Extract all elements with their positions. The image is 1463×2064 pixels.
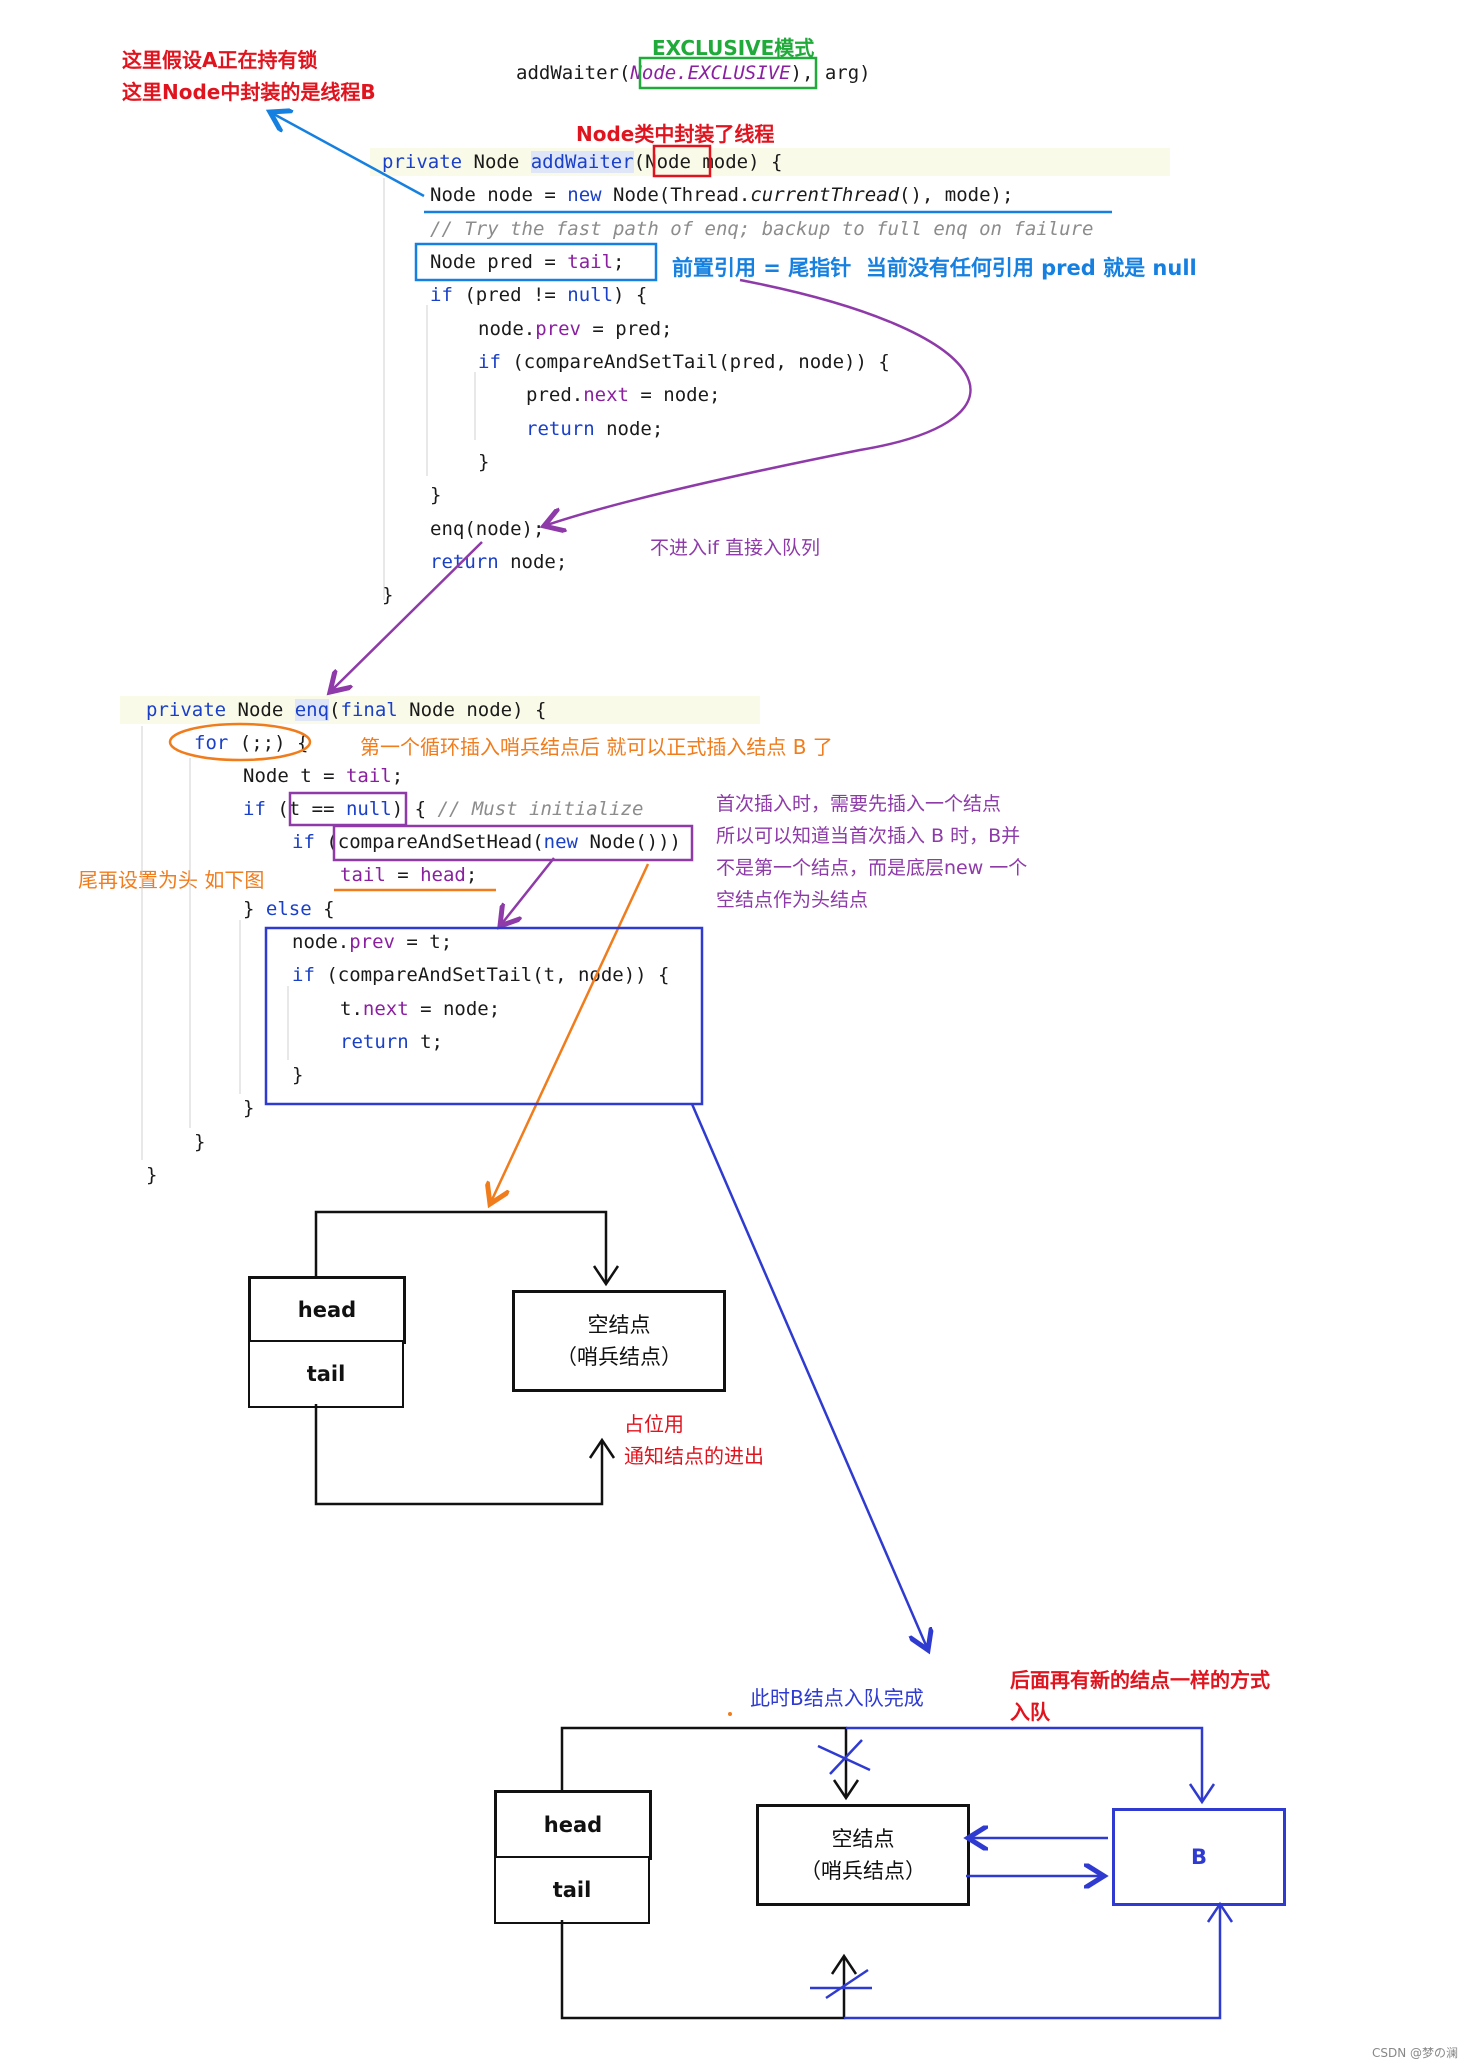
pred-to-enq-curve (544, 278, 972, 526)
addwaiter-close-if: } (430, 484, 442, 506)
annotation-node-b: 这里Node中封装的是线程B (122, 80, 376, 104)
diagram1-tail-arrowhead (588, 1437, 616, 1459)
diagram1-tail-box: tail (248, 1340, 404, 1408)
cas-head-to-else-arrow (500, 857, 555, 926)
head-cross-out (829, 1739, 863, 1775)
annotation-tail-head: 尾再设置为头 如下图 (78, 868, 265, 892)
enq-close-for: } (194, 1131, 206, 1153)
addwaiter-pred-line: Node pred = tail; (430, 251, 625, 273)
annotation-pred-tail: 前置引用 = 尾指针 当前没有任何引用 pred 就是 null (672, 256, 1197, 280)
code-highlight-enq (120, 696, 760, 724)
enq-tail-head-line: tail = head; (340, 864, 478, 886)
code-highlight-addwaiter (370, 148, 1170, 176)
enq-cas-tail-line: if (compareAndSetTail(t, node)) { (292, 964, 670, 986)
null-check-box (288, 791, 408, 827)
annotation-first-insert: 首次插入时，需要先插入一个结点 所以可以知道当首次插入 B 时，B并 不是第一个… (716, 793, 1028, 911)
annotation-node-thread: Node类中封装了线程 (576, 122, 775, 146)
enq-else-line: } else { (243, 898, 335, 920)
diagram2-tail-pointer (560, 1920, 846, 2020)
addwaiter-return-inner: return node; (526, 418, 664, 440)
exclusive-highlight-box (638, 56, 818, 90)
enq-close-else: } (243, 1097, 255, 1119)
annotation-assume-a: 这里假设A正在持有锁 (122, 48, 318, 72)
else-block-box (264, 926, 704, 1106)
diagram1-head-pointer (314, 1210, 608, 1282)
watermark: CSDN @梦の澜 (1372, 2046, 1459, 2060)
addwaiter-if-line: if (pred != null) { (430, 284, 648, 306)
addwaiter-new-node: Node node = new Node(Thread.currentThrea… (430, 184, 1014, 206)
addwaiter-prev-line: node.prev = pred; (478, 318, 673, 340)
addwaiter-comment: // Try the fast path of enq; backup to f… (430, 218, 1094, 240)
diagram1-sentinel-node: 空结点 （哨兵结点） (512, 1290, 726, 1392)
addwaiter-signature: private Node addWaiter(Node mode) { (382, 151, 783, 173)
diagram1-head-box: head (248, 1276, 406, 1344)
tail-to-b-pointer (844, 1906, 1222, 2020)
enq-next-line: t.next = node; (340, 998, 501, 1020)
annotation-not-enter-if: 不进入if 直接入队列 (650, 537, 821, 559)
for-loop-ellipse (168, 722, 312, 762)
node-param-highlight-box (652, 144, 712, 178)
enq-close-method: } (146, 1164, 158, 1186)
head-to-b-arrowhead (1188, 1783, 1216, 1805)
tail-cross-out (825, 1968, 869, 2000)
enq-return-line: return t; (340, 1031, 443, 1053)
node-arrow (270, 112, 425, 198)
annotation-b-done: 此时B结点入队完成 (750, 1686, 924, 1710)
enq-for-line: for (;;) { (194, 732, 309, 754)
diagram1-tail-pointer (314, 1404, 604, 1506)
stray-dot (728, 1712, 732, 1716)
enq-t-line: Node t = tail; (243, 765, 404, 787)
addwaiter-close-method: } (382, 584, 394, 606)
enq-prev-line: node.prev = t; (292, 931, 453, 953)
addwaiter-call-line: addWaiter(Node.EXCLUSIVE), arg) (516, 62, 871, 84)
else-to-diagram-arrow (690, 1103, 928, 1650)
cas-head-box (332, 824, 694, 862)
annotation-first-loop: 第一个循环插入哨兵结点后 就可以正式插入结点 B 了 (360, 735, 833, 759)
addwaiter-cas-line: if (compareAndSetTail(pred, node)) { (478, 351, 890, 373)
diagram2-tail-arrowhead (830, 1953, 858, 1975)
head-to-b-pointer (846, 1726, 1204, 1800)
enq-cas-head-line: if (compareAndSetHead(new Node())) (292, 831, 681, 853)
enq-if-null-line: if (t == null) { // Must initialize (243, 798, 644, 820)
pred-highlight-box (414, 242, 658, 282)
annotation-placeholder: 占位用 通知结点的进出 (624, 1412, 764, 1468)
diagram2-tail-box: tail (494, 1856, 650, 1924)
tail-to-b-arrowhead (1206, 1901, 1234, 1923)
diagram2-head-pointer (560, 1726, 848, 1798)
diagram2-head-arrowhead (832, 1779, 860, 1801)
return-to-enq-arrow (330, 541, 483, 692)
addwaiter-next-line: pred.next = node; (526, 384, 721, 406)
head-to-diagram-arrow (490, 863, 650, 1204)
addwaiter-enq-call: enq(node); (430, 518, 545, 540)
diagram2-sentinel-node: 空结点 （哨兵结点） (756, 1804, 970, 1906)
addwaiter-final-return: return node; (430, 551, 568, 573)
addwaiter-close-inner: } (478, 451, 490, 473)
diagram2-node-b: B (1112, 1808, 1286, 1906)
annotation-later-nodes: 后面再有新的结点一样的方式 入队 (1010, 1668, 1270, 1724)
enq-signature: private Node enq(final Node node) { (146, 699, 547, 721)
enq-close-inner: } (292, 1064, 304, 1086)
annotation-exclusive-mode: EXCLUSIVE模式 (652, 36, 815, 60)
diagram1-head-arrowhead (592, 1265, 620, 1287)
